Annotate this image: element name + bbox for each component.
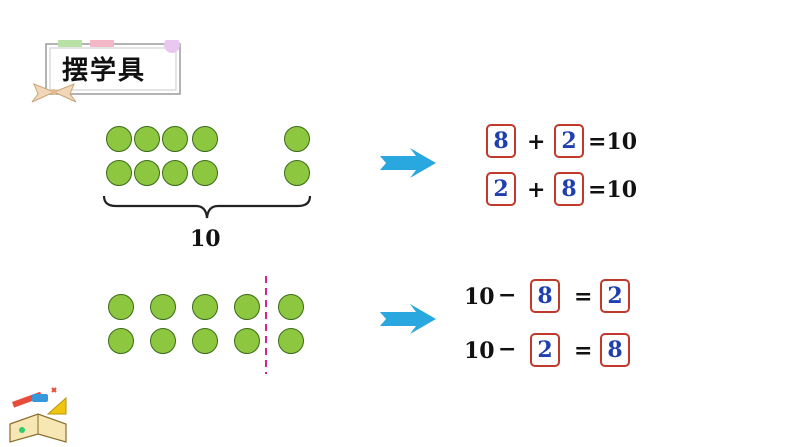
answer-box[interactable]: 2	[600, 279, 630, 313]
answer-box[interactable]: 8	[600, 333, 630, 367]
counter-dot	[106, 126, 132, 152]
title-card	[45, 40, 181, 95]
counter-dot	[162, 126, 188, 152]
counter-dot	[192, 294, 218, 320]
counter-dot	[234, 294, 260, 320]
counter-dot	[108, 294, 134, 320]
counter-dot	[192, 328, 218, 354]
counter-dot	[134, 126, 160, 152]
counter-dot	[192, 126, 218, 152]
minuend: 10	[464, 284, 495, 310]
counter-dot	[284, 160, 310, 186]
equals-sign: =	[574, 284, 593, 310]
counter-dot	[284, 126, 310, 152]
equation-result: =10	[588, 177, 638, 203]
minuend: 10	[464, 338, 495, 364]
counter-dot	[134, 160, 160, 186]
answer-box[interactable]: 8	[530, 279, 560, 313]
counter-dot	[150, 328, 176, 354]
ribbon-bow-icon	[31, 83, 77, 103]
counter-dot	[162, 160, 188, 186]
plus-sign: +	[527, 129, 546, 155]
right-arrow-icon	[380, 304, 436, 334]
answer-box[interactable]: 2	[486, 172, 516, 206]
equals-sign: =	[574, 338, 593, 364]
answer-box[interactable]: 2	[554, 124, 584, 158]
answer-box[interactable]: 8	[554, 172, 584, 206]
minus-sign: −	[498, 282, 517, 308]
counter-dot	[106, 160, 132, 186]
curly-brace	[102, 195, 312, 219]
plus-sign: +	[527, 177, 546, 203]
dashed-divider	[265, 276, 267, 374]
stationery-decoration-icon	[9, 387, 67, 443]
minus-sign: −	[498, 336, 517, 362]
counter-dot	[234, 328, 260, 354]
counter-dot	[150, 294, 176, 320]
brace-total-label: 10	[190, 226, 221, 252]
equation-result: =10	[588, 129, 638, 155]
counter-dot	[278, 328, 304, 354]
right-arrow-icon	[380, 148, 436, 178]
counter-dot	[278, 294, 304, 320]
counter-dot	[108, 328, 134, 354]
counter-dot	[192, 160, 218, 186]
page-title: 摆学具	[62, 56, 147, 86]
answer-box[interactable]: 8	[486, 124, 516, 158]
answer-box[interactable]: 2	[530, 333, 560, 367]
